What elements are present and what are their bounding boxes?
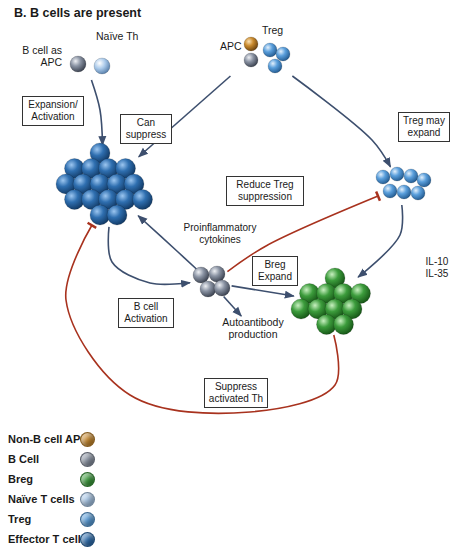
legend-item: Effector T cells (8, 532, 128, 548)
legend-text: Naïve T cells (8, 493, 75, 505)
cell-sphere (397, 185, 411, 199)
boxed-edge-label: Expansion/ Activation (22, 96, 84, 126)
cell-sphere (214, 280, 230, 296)
legend-text: Breg (8, 473, 33, 485)
cell-sphere (376, 170, 390, 184)
figure-title: B. B cells are present (14, 6, 141, 20)
cell-sphere (404, 169, 418, 183)
cell-sphere (263, 43, 277, 57)
cell-sphere (209, 266, 225, 282)
cell-sphere (383, 184, 397, 198)
cell-sphere (133, 190, 153, 210)
cell-sphere (334, 315, 354, 335)
legend-item: Naïve T cells (8, 492, 128, 508)
cell-group: APC Treg (220, 24, 300, 76)
inhibition-line (66, 225, 339, 413)
cell-label: Naïve Th (96, 30, 146, 42)
legend-swatch (80, 532, 95, 547)
arrow-connector (91, 80, 102, 145)
cell-group: B cell as APC Naïve Th (22, 28, 146, 80)
cell-label: Treg (262, 24, 292, 36)
cell-art (293, 270, 373, 335)
arrow-connector (358, 205, 402, 277)
legend-item: Treg (8, 512, 128, 528)
arrow-connector (292, 76, 390, 167)
legend-item: B Cell (8, 452, 128, 468)
cell-sphere (390, 167, 404, 181)
cell-sphere (94, 58, 110, 74)
cell-art (373, 165, 433, 205)
cell-sphere (200, 281, 216, 297)
legend-swatch (80, 512, 95, 527)
edge-label: Proinflammatory cytokines (180, 222, 260, 246)
legend-swatch (80, 472, 95, 487)
legend-swatch (80, 452, 95, 467)
inhibition-line (227, 196, 378, 271)
cell-group: Autoantibody production (220, 316, 286, 342)
boxed-edge-label: Breg Expand (252, 256, 298, 286)
cell-label: Autoantibody production (220, 316, 286, 340)
boxed-edge-label: B cell Activation (118, 298, 174, 328)
cell-cluster (58, 145, 153, 227)
legend-swatch (80, 432, 95, 447)
cell-cluster (373, 165, 433, 205)
cell-sphere (244, 53, 258, 67)
boxed-edge-label: Reduce Treg suppression (226, 176, 304, 206)
cell-sphere (193, 267, 209, 283)
cell-art (58, 145, 153, 227)
legend-text: Non-B cell APC (8, 433, 88, 445)
legend-item: Non-B cell APC (8, 432, 128, 448)
legend-swatch (80, 492, 95, 507)
arrow-connector (224, 296, 242, 316)
arrow-connector (232, 286, 294, 296)
arrow-connector (108, 227, 190, 284)
connectors (66, 76, 403, 413)
boxed-edge-label: Treg may expand (398, 112, 450, 142)
cell-cluster (190, 265, 232, 300)
cell-sphere (107, 205, 127, 225)
cell-label: APC (220, 40, 244, 52)
cell-sphere (417, 173, 431, 187)
cell-art (190, 265, 232, 300)
cell-sphere (70, 56, 86, 72)
cell-sphere (411, 186, 425, 200)
legend-item: Breg (8, 472, 128, 488)
cell-label: B cell as APC (22, 44, 62, 68)
boxed-edge-label: Can suppress (120, 114, 172, 144)
cell-cluster (293, 270, 373, 335)
cell-sphere (276, 47, 290, 61)
legend-text: Effector T cells (8, 533, 87, 545)
boxed-edge-label: Suppress activated Th (204, 378, 268, 408)
edge-label: IL-10 IL-35 (420, 256, 454, 280)
cell-sphere (268, 59, 282, 73)
cell-sphere (244, 37, 258, 51)
legend-text: Treg (8, 513, 31, 525)
legend-text: B Cell (8, 453, 39, 465)
